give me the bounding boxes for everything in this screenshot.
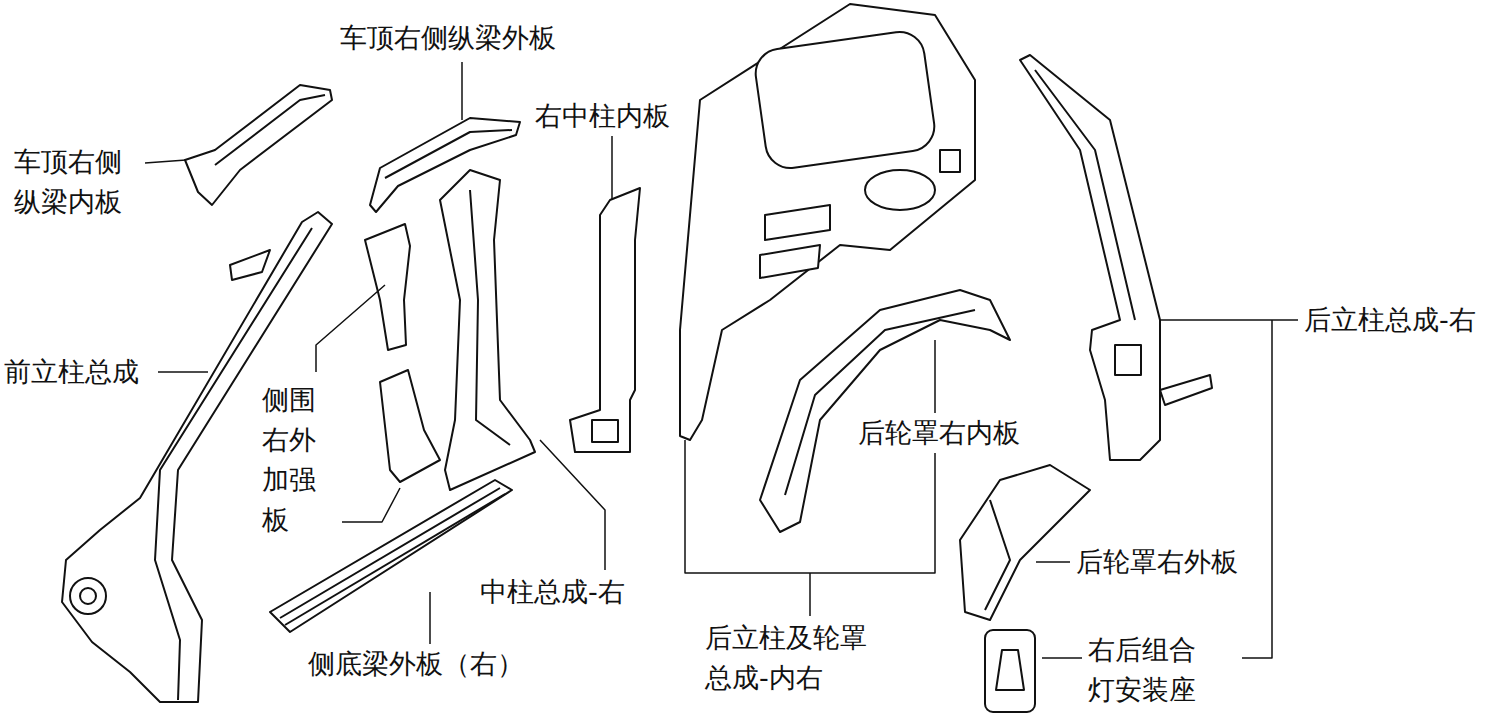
leader-line bbox=[540, 440, 605, 570]
leader-line bbox=[1042, 657, 1082, 659]
part-label: 车顶右侧 纵梁内板 bbox=[12, 142, 138, 222]
part-label: 后轮罩右内板 bbox=[856, 413, 1022, 453]
part-label: 中柱总成-右 bbox=[478, 572, 627, 612]
part-detail bbox=[996, 650, 1024, 690]
center-pillar bbox=[440, 170, 535, 490]
part-detail bbox=[215, 95, 325, 165]
leader-line bbox=[1160, 319, 1298, 321]
leader-line bbox=[158, 371, 208, 373]
part-label: 后立柱及轮罩 总成-内右 bbox=[703, 618, 885, 698]
roof-rail-inner bbox=[185, 85, 332, 205]
leader-line bbox=[145, 160, 186, 163]
part-detail bbox=[385, 130, 512, 178]
leader-line bbox=[1242, 320, 1272, 658]
lamp-seat bbox=[985, 630, 1035, 712]
part-label: 侧围 右外 加强 板 bbox=[260, 380, 326, 540]
part-detail bbox=[985, 500, 1010, 610]
part-detail bbox=[752, 29, 937, 171]
leader-line bbox=[809, 573, 811, 616]
part-label: 侧底梁外板（右） bbox=[306, 644, 526, 684]
part-detail bbox=[940, 150, 960, 172]
part-detail bbox=[1160, 375, 1212, 405]
leader-line bbox=[685, 340, 935, 573]
part-detail bbox=[1115, 345, 1141, 375]
center-pillar-inner bbox=[570, 188, 640, 452]
leader-line bbox=[429, 592, 431, 645]
part-label: 后立柱总成-右 bbox=[1302, 300, 1478, 340]
leader-line bbox=[342, 488, 400, 522]
part-detail bbox=[865, 170, 935, 210]
leader-line bbox=[461, 62, 463, 120]
leader-line bbox=[1036, 561, 1070, 563]
outer-reinforcement-upper bbox=[365, 224, 410, 350]
part-label: 右中柱内板 bbox=[533, 96, 672, 136]
part-detail bbox=[470, 190, 510, 445]
rear-pillar bbox=[1020, 55, 1160, 460]
part-label: 后轮罩右外板 bbox=[1074, 542, 1240, 582]
part-detail bbox=[760, 245, 820, 278]
leader-line bbox=[611, 134, 613, 200]
part-label: 车顶右侧纵梁外板 bbox=[338, 18, 558, 58]
outer-reinforcement-lower bbox=[380, 370, 440, 482]
part-label: 右后组合 灯安装座 bbox=[1086, 630, 1212, 710]
part-detail bbox=[230, 250, 270, 280]
part-detail bbox=[70, 578, 106, 614]
part-detail bbox=[785, 310, 975, 495]
part-label: 前立柱总成 bbox=[2, 352, 141, 392]
wheelhouse-outer bbox=[960, 465, 1090, 620]
part-detail bbox=[592, 420, 618, 442]
part-detail bbox=[80, 588, 96, 604]
part-detail bbox=[765, 205, 830, 240]
leader-line bbox=[316, 285, 385, 372]
wheelhouse-inner bbox=[760, 290, 1010, 532]
part-detail bbox=[1035, 70, 1135, 320]
